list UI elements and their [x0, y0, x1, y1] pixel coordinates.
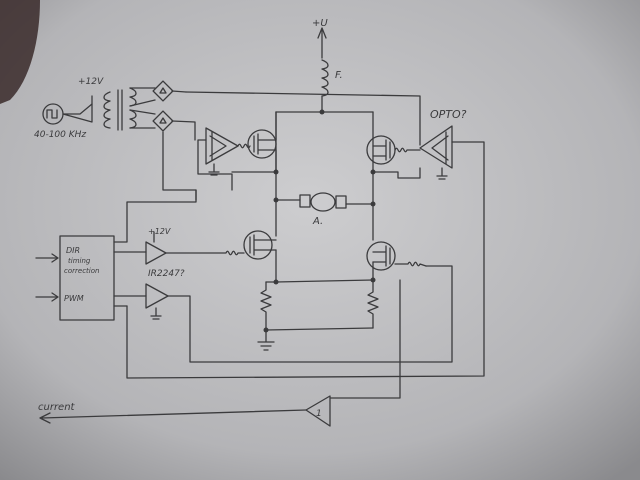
mosfet-q3 — [243, 230, 277, 260]
low-side-driver-bottom — [145, 265, 453, 363]
opto-label: OPTO? — [430, 108, 467, 121]
fuse-label: F. — [335, 70, 343, 81]
plus12-mid-label: +12V — [148, 227, 171, 236]
current-label: current — [38, 402, 76, 413]
rectifier-bridges — [152, 80, 197, 201]
oscillator-group: +12V 40-100 KHz — [34, 77, 104, 140]
current-amplifier: 1 current — [38, 279, 401, 427]
fuse-coil — [321, 59, 329, 97]
correction-label: correction — [64, 267, 99, 275]
mosfet-q1 — [247, 111, 277, 171]
shunt-resistors — [257, 279, 379, 351]
mosfet-q4 — [366, 241, 427, 271]
finger-shadow — [0, 0, 40, 104]
mosfet-q2 — [366, 135, 421, 165]
amp-gain-label: 1 — [316, 409, 322, 419]
opto-driver-right: OPTO? — [126, 108, 485, 379]
low-side-driver-top: +12V IR2247? — [145, 227, 245, 279]
plus12-top-label: +12V — [78, 77, 104, 87]
supply-label: +U — [312, 18, 328, 29]
controller-box: DIR timing correction PWM — [35, 189, 197, 321]
oscillator-frequency: 40-100 KHz — [34, 130, 86, 140]
pwm-label: PWM — [64, 294, 84, 303]
motor-label: A. — [312, 216, 323, 227]
transformer — [103, 87, 156, 131]
motor-a: A. — [275, 192, 374, 227]
driver-ic-label: IR2247? — [148, 269, 185, 279]
timing-label: timing — [68, 257, 91, 265]
dir-label: DIR — [66, 246, 80, 255]
